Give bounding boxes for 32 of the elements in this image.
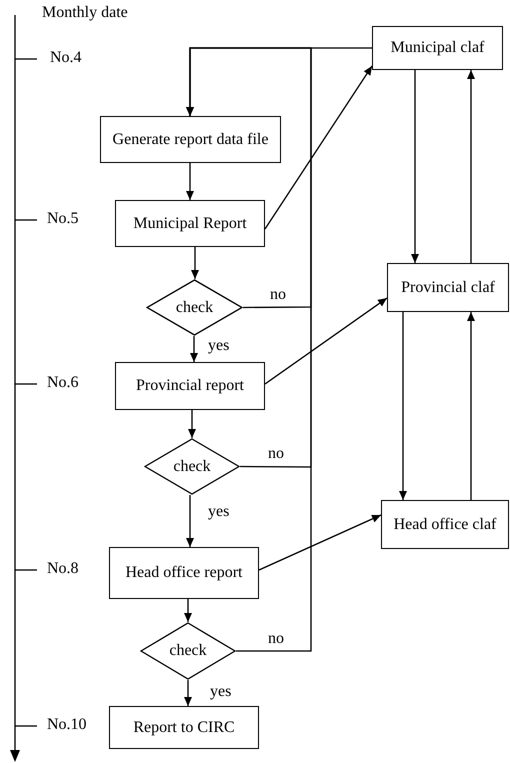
arrow [186, 47, 372, 116]
node-text: Head office report [124, 563, 244, 583]
arrow [399, 312, 407, 500]
date-label: No.4 [50, 48, 82, 68]
node-text: Municipal claf [390, 38, 486, 58]
node-text: Provincial claf [400, 278, 496, 298]
date-label: No.6 [47, 373, 79, 393]
arrow [467, 70, 475, 263]
arrow [186, 495, 194, 547]
node-text: Report to CIRC [132, 718, 236, 738]
date-label: No.10 [47, 715, 87, 735]
arrow [188, 410, 196, 438]
arrow [258, 514, 382, 571]
arrow [467, 312, 475, 500]
axis-title: Monthly date [42, 3, 128, 23]
arrow [184, 599, 192, 622]
node-text: Head office claf [392, 514, 498, 534]
arrow [411, 70, 419, 263]
node-text: Municipal Report [132, 214, 248, 234]
node-text: check [174, 298, 214, 318]
arrow [264, 66, 373, 230]
node-text: check [168, 641, 208, 661]
arrow [264, 297, 388, 385]
arrow [186, 163, 194, 200]
date-label: No.8 [47, 559, 79, 579]
arrow [191, 247, 199, 279]
node-text: Generate report data file [112, 130, 270, 150]
date-label: No.5 [47, 209, 79, 229]
arrow [190, 336, 198, 362]
node-text: Provincial report [135, 376, 245, 396]
arrow [184, 680, 192, 706]
node-text: check [172, 456, 212, 476]
